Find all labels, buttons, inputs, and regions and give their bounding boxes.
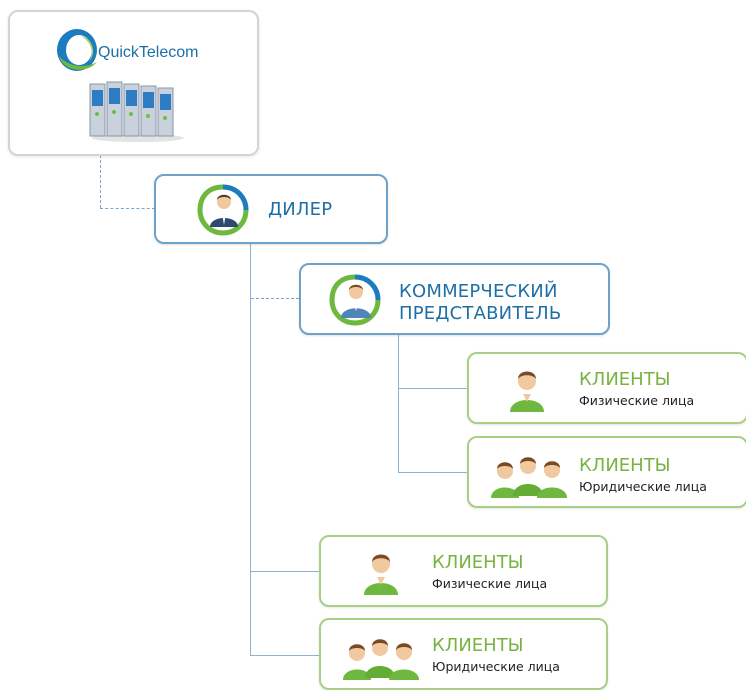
client-4-title: КЛИЕНТЫ (432, 635, 524, 656)
dealer-node: ДИЛЕР (154, 174, 388, 244)
client-4-subtitle: Юридические лица (432, 659, 560, 674)
connector-company-dealer-horizontal (100, 208, 155, 209)
rep-avatar-icon (329, 274, 381, 326)
client-node-individuals-2: КЛИЕНТЫ Физические лица (319, 535, 608, 607)
client-1-subtitle: Физические лица (579, 393, 695, 408)
connector-dealer-trunk (250, 244, 251, 656)
client-1-title: КЛИЕНТЫ (579, 369, 671, 390)
connector-company-dealer-vertical (100, 155, 101, 208)
client-node-individuals-1: КЛИЕНТЫ Физические лица (467, 352, 746, 424)
dealer-label: ДИЛЕР (268, 199, 333, 220)
client-2-subtitle: Юридические лица (579, 479, 707, 494)
person-icon (510, 371, 544, 412)
client-node-legal-entities-2: КЛИЕНТЫ Юридические лица (319, 618, 608, 690)
client-node-legal-entities-1: КЛИЕНТЫ Юридические лица (467, 436, 746, 508)
person-icon (364, 554, 398, 595)
connector-rep-client-2 (399, 472, 467, 473)
company-name: QuickTelecom (98, 44, 199, 61)
connector-rep-trunk (398, 335, 399, 473)
rep-label-line2: ПРЕДСТАВИТЕЛЬ (399, 303, 562, 324)
client-3-subtitle: Физические лица (432, 576, 548, 591)
group-icon (491, 457, 567, 498)
company-node: QuickTelecom (8, 10, 259, 156)
server-rack-icon (89, 81, 184, 142)
connector-dealer-client-4 (251, 655, 319, 656)
rep-node: КОММЕРЧЕСКИЙ ПРЕДСТАВИТЕЛЬ (299, 263, 610, 335)
rep-label-line1: КОММЕРЧЕСКИЙ (399, 281, 558, 302)
dealer-avatar-icon (197, 184, 249, 236)
company-logo-icon (57, 29, 97, 71)
connector-dealer-client-3 (251, 571, 319, 572)
connector-rep-client-1 (399, 388, 467, 389)
group-icon (343, 639, 419, 680)
connector-dealer-rep (251, 298, 299, 299)
client-3-title: КЛИЕНТЫ (432, 552, 524, 573)
client-2-title: КЛИЕНТЫ (579, 455, 671, 476)
